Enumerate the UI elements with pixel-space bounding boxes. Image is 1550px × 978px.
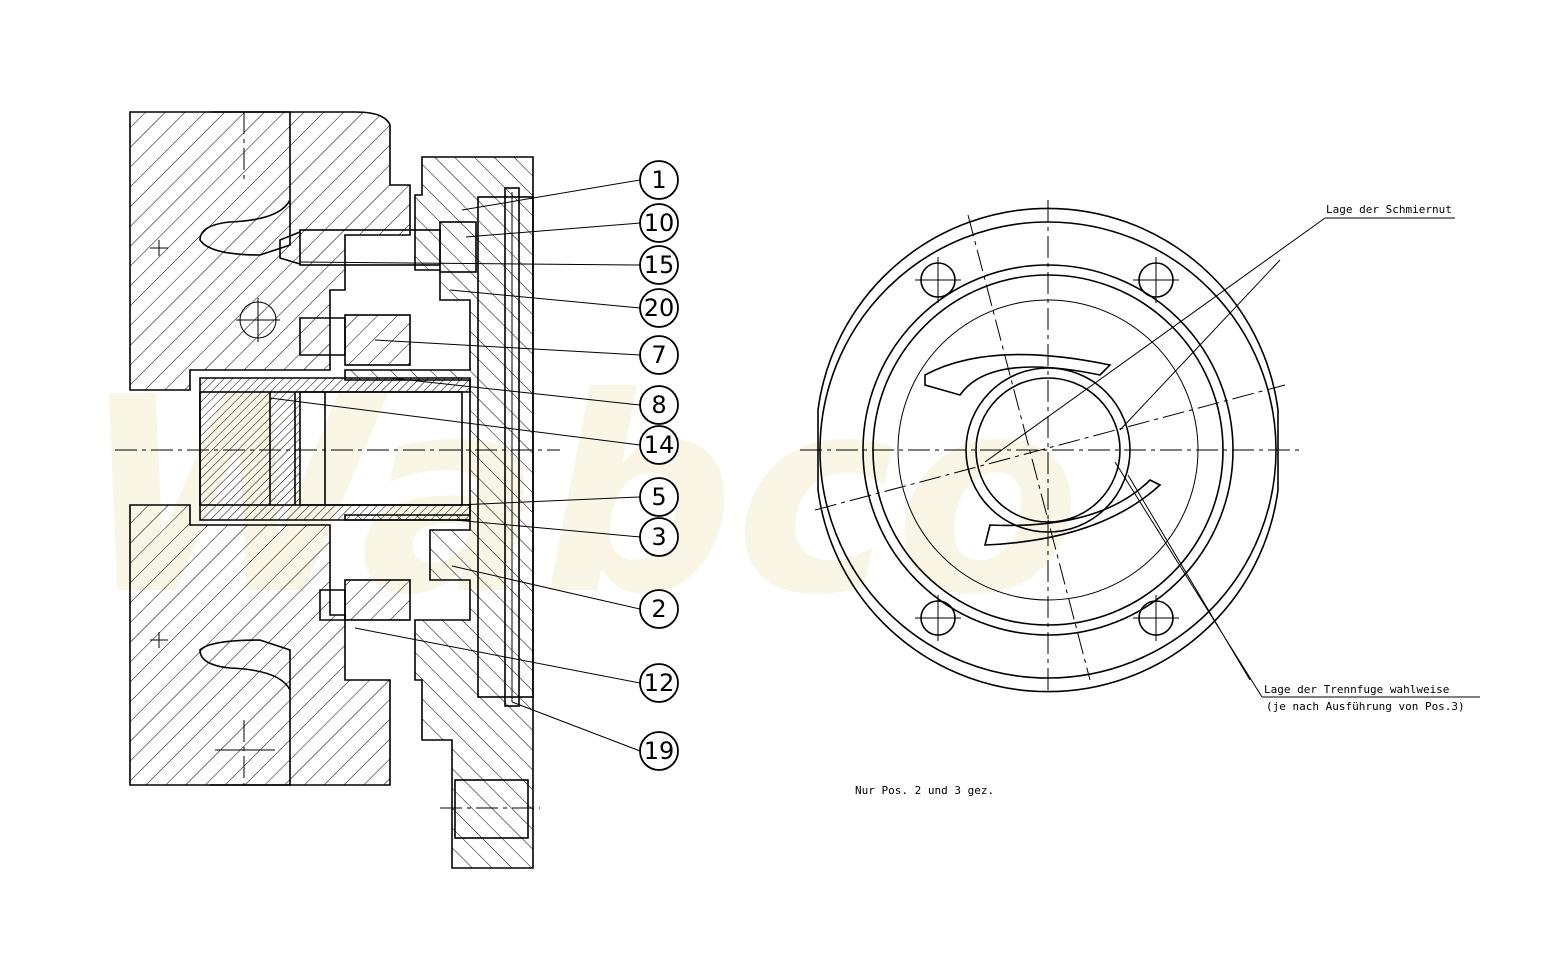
svg-text:8: 8 bbox=[651, 391, 666, 419]
balloon-1: 1 bbox=[639, 160, 679, 200]
svg-text:20: 20 bbox=[644, 294, 675, 322]
svg-text:2: 2 bbox=[651, 595, 666, 623]
balloon-12: 12 bbox=[639, 663, 679, 703]
balloon-15: 15 bbox=[639, 245, 679, 285]
balloon-19: 19 bbox=[639, 731, 679, 771]
leader-lines bbox=[269, 179, 641, 752]
svg-text:15: 15 bbox=[644, 251, 675, 279]
svg-text:1: 1 bbox=[651, 166, 666, 194]
bolt-holes bbox=[915, 257, 1179, 641]
svg-text:12: 12 bbox=[644, 669, 675, 697]
balloon-3: 3 bbox=[639, 517, 679, 557]
front-view bbox=[800, 200, 1480, 698]
note-lubrication-groove: Lage der Schmiernut bbox=[1326, 203, 1452, 216]
balloon-14: 14 bbox=[639, 425, 679, 465]
svg-text:10: 10 bbox=[644, 209, 675, 237]
balloon-2: 2 bbox=[639, 589, 679, 629]
svg-text:3: 3 bbox=[651, 523, 666, 551]
note-joint-position: Lage der Trennfuge wahlweise bbox=[1264, 683, 1449, 696]
balloon-7: 7 bbox=[639, 335, 679, 375]
svg-text:7: 7 bbox=[651, 341, 666, 369]
balloon-20: 20 bbox=[639, 288, 679, 328]
balloon-8: 8 bbox=[639, 385, 679, 425]
balloon-5: 5 bbox=[639, 477, 679, 517]
balloon-10: 10 bbox=[639, 203, 679, 243]
note-joint-position-sub: (je nach Ausführung von Pos.3) bbox=[1266, 700, 1465, 713]
note-only-pos: Nur Pos. 2 und 3 gez. bbox=[855, 784, 994, 797]
svg-text:14: 14 bbox=[644, 431, 675, 459]
balloons: 1 10 15 20 7 8 14 5 3 2 12 19 bbox=[639, 160, 679, 771]
section-view bbox=[115, 111, 560, 869]
svg-text:19: 19 bbox=[644, 737, 675, 765]
svg-text:5: 5 bbox=[651, 483, 666, 511]
